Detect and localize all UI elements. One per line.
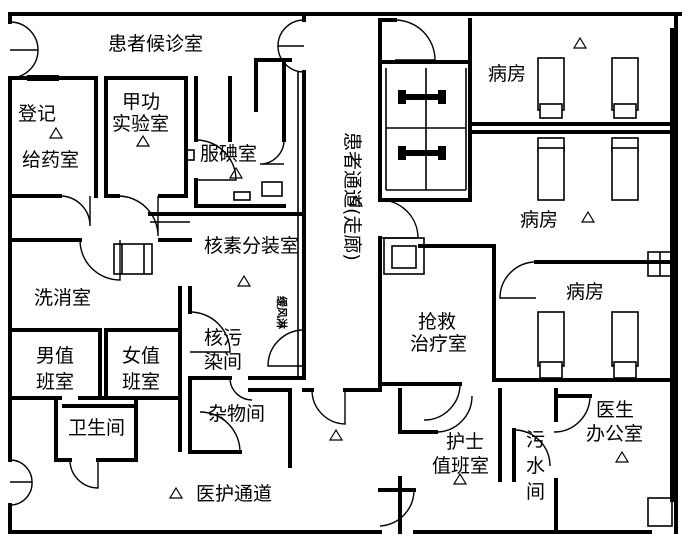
label-sewage-3: 间 bbox=[526, 481, 545, 503]
marker-isotope bbox=[236, 274, 252, 287]
label-dispense: 给药室 bbox=[22, 149, 79, 171]
label-waiting: 患者候诊室 bbox=[108, 33, 203, 55]
marker-ward-2 bbox=[580, 210, 596, 223]
marker-corridor bbox=[348, 194, 364, 207]
label-register: 登记 bbox=[18, 103, 56, 125]
label-ward-2: 病房 bbox=[520, 209, 558, 231]
fixtures bbox=[113, 68, 673, 527]
marker-doctor bbox=[614, 450, 630, 463]
label-nurse-1: 护士 bbox=[446, 431, 484, 453]
label-ward-3: 病房 bbox=[566, 281, 604, 303]
label-nurse-2: 值班室 bbox=[432, 455, 489, 477]
label-ward-1: 病房 bbox=[488, 63, 526, 85]
label-female-1: 女值 bbox=[122, 345, 160, 367]
label-contam-1: 核污 bbox=[204, 327, 242, 349]
outer-walls bbox=[8, 12, 682, 534]
label-isotope: 核素分装室 bbox=[204, 235, 299, 257]
label-sewage-1: 污 bbox=[526, 429, 545, 451]
label-male-1: 男值 bbox=[36, 345, 74, 367]
room-labels: 患者候诊室 登记 给药室 甲功 实验室 服碘室 核素分装室 洗消室 核污 染间 … bbox=[18, 33, 643, 505]
right-interior-walls bbox=[378, 18, 674, 534]
marker-lab bbox=[135, 134, 151, 147]
doors bbox=[9, 19, 591, 527]
label-rescue-1: 抢救 bbox=[418, 311, 456, 333]
label-male-2: 班室 bbox=[36, 371, 74, 393]
monitor-markers bbox=[48, 36, 630, 499]
label-iodine: 服碘室 bbox=[200, 143, 257, 165]
label-staff-corridor: 医护通道 bbox=[196, 483, 272, 505]
label-toilet: 卫生间 bbox=[68, 417, 125, 439]
marker-staff bbox=[168, 486, 184, 499]
label-contam-2: 染间 bbox=[204, 351, 242, 373]
label-air-shower: 缓风淋 bbox=[275, 296, 289, 329]
label-storage: 杂物间 bbox=[208, 403, 265, 425]
marker-register bbox=[48, 126, 64, 139]
marker-iodine bbox=[228, 166, 244, 179]
label-thyroid-1: 甲功 bbox=[122, 91, 160, 113]
marker-ward-1 bbox=[572, 36, 588, 49]
label-female-2: 班室 bbox=[122, 371, 160, 393]
left-interior-walls bbox=[8, 12, 382, 468]
label-disinfect: 洗消室 bbox=[34, 287, 91, 309]
label-patient-corridor: 患者通道(走廊) bbox=[341, 132, 363, 261]
marker-corridor-lower bbox=[328, 428, 344, 441]
marker-nurse bbox=[452, 472, 468, 485]
beds bbox=[537, 57, 639, 379]
label-sewage-2: 水 bbox=[526, 455, 545, 477]
label-doctor-1: 医生 bbox=[596, 399, 634, 421]
label-doctor-2: 办公室 bbox=[586, 423, 643, 445]
label-rescue-2: 治疗室 bbox=[410, 333, 467, 355]
label-thyroid-2: 实验室 bbox=[112, 113, 169, 135]
